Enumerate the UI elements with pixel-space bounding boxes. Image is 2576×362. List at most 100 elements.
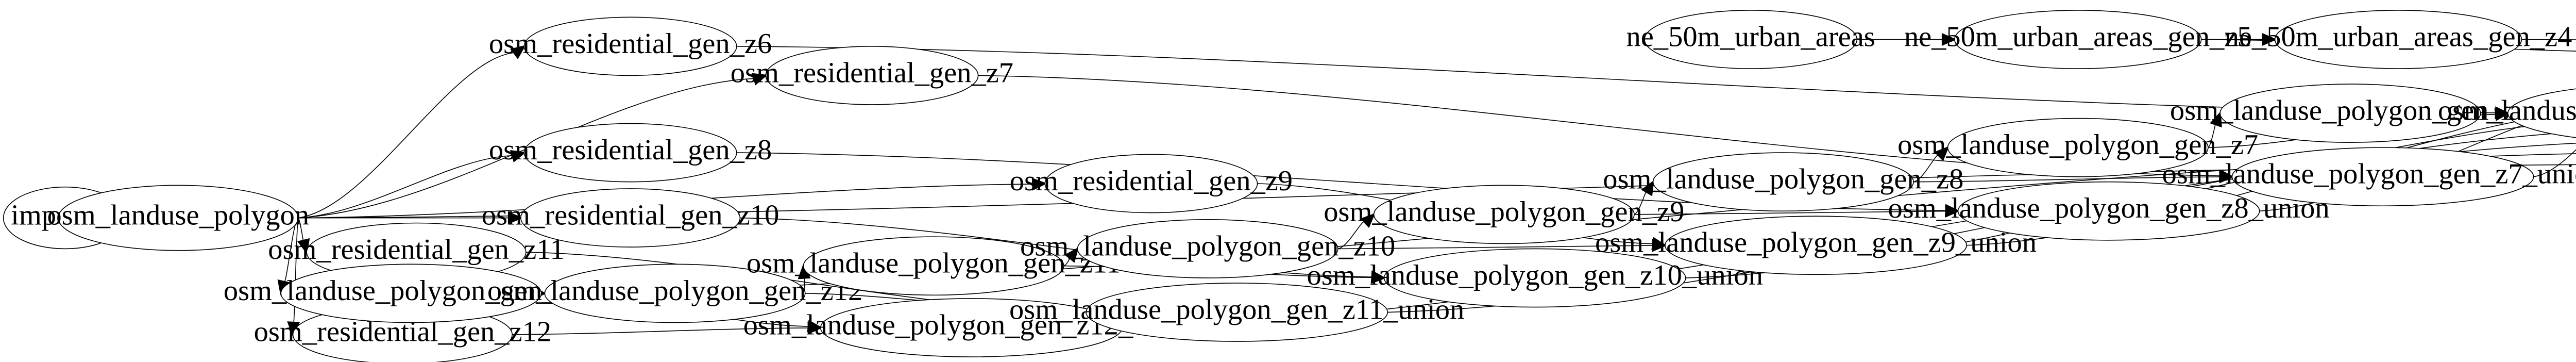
edge-arrowhead [297, 238, 310, 255]
node-label: osm_landuse_polygon_gen_z10 [1020, 230, 1395, 262]
node-shape [1645, 10, 1857, 69]
node-osm_landuse_polygon_gen_z6[interactable]: osm_landuse_polygon_gen_z6 [2170, 84, 2531, 142]
node-osm_landuse_polygon_gen_z9[interactable]: osm_landuse_polygon_gen_z9 [1324, 185, 1684, 243]
node-label: osm_landuse_polygon_gen_z12 [487, 275, 862, 307]
node-label: osm_residential_gen_z9 [1010, 165, 1293, 197]
node-osm_landuse_polygon_gen_z8_union[interactable]: osm_landuse_polygon_gen_z8_union [1888, 182, 2330, 240]
edge-arrowhead [807, 321, 823, 335]
edge-arrowhead [1651, 237, 1668, 250]
edge-osm_landuse_polygon_gen_z10-to-osm_landuse_polygon_gen_z9_union [1338, 245, 1655, 249]
edge-arrowhead [510, 45, 526, 59]
node-label: osm_landuse_polygon_gen_z11_union [1009, 293, 1464, 325]
node-shape [1077, 220, 1337, 278]
node-ne_50m_urban_areas[interactable]: ne_50m_urban_areas [1626, 10, 1875, 69]
node-label: osm_landuse_polygon_gen_z9 [1324, 196, 1684, 228]
edge-arrowhead [2218, 169, 2234, 183]
node-osm_landuse_polygon_gen_z7_union[interactable]: osm_landuse_polygon_gen_z7_union [2162, 147, 2576, 206]
node-label: osm_residential_gen_z8 [489, 134, 772, 166]
edge-arrowhead [1360, 212, 1376, 228]
node-osm_landuse_polygon_gen_z13[interactable]: osm_landuse_polygon_gen_z13 [224, 264, 599, 322]
edge-arrowhead [1031, 177, 1047, 191]
node-shape [524, 17, 736, 75]
node-shape [1086, 283, 1387, 341]
node-shape [2220, 84, 2480, 142]
node-shape [1653, 153, 1913, 211]
node-shape [521, 189, 740, 247]
node-label: osm_landuse_polygon_gen_z6_union [2438, 95, 2576, 127]
node-shape [1665, 216, 1967, 274]
node-shape [1958, 182, 2259, 240]
edge-arrowhead [1064, 247, 1079, 263]
node-osm_landuse_polygon_gen_z12[interactable]: osm_landuse_polygon_gen_z12 [487, 264, 862, 322]
node-label: osm_residential_gen_z10 [482, 199, 779, 231]
edge-osm_landuse_polygon-to-osm_residential_gen_z12 [293, 218, 298, 324]
node-label: ne_50m_urban_areas_gen_z5 [1904, 21, 2252, 53]
nodes-layer: imposm3osm_landuse_polygonosm_residentia… [4, 10, 2576, 362]
node-osm_landuse_polygon[interactable]: osm_landuse_polygon [47, 185, 309, 250]
node-osm_residential_gen_z9[interactable]: osm_residential_gen_z9 [1010, 154, 1293, 212]
node-label: osm_landuse_polygon_gen_z9_union [1595, 227, 2037, 259]
edge-arrowhead [1941, 33, 1957, 46]
node-osm_landuse_polygon_gen_z10[interactable]: osm_landuse_polygon_gen_z10 [1020, 220, 1395, 278]
node-shape [1955, 10, 2201, 69]
node-label: ne_50m_urban_areas [1626, 21, 1875, 53]
node-osm_residential_gen_z6[interactable]: osm_residential_gen_z6 [489, 17, 772, 75]
node-osm_landuse_polygon_gen_z11[interactable]: osm_landuse_polygon_gen_z11 [747, 237, 1121, 295]
edge-arrowhead [507, 211, 523, 225]
edge-arrowhead [2262, 33, 2277, 46]
edge-arrowhead [751, 73, 768, 86]
node-label: osm_landuse_polygon_gen_z8 [1603, 163, 1963, 195]
node-label: osm_landuse_polygon_gen_z11 [747, 248, 1121, 279]
edge-osm_landuse_polygon_gen_z7_union-to-layer_landuse_z7 [2534, 83, 2576, 177]
node-ne_50m_urban_areas_gen_z4[interactable]: ne_50m_urban_areas_gen_z4 [2225, 10, 2572, 69]
edge-osm_landuse_polygon_gen_z9-to-osm_landuse_polygon_gen_z8_union [1634, 211, 1947, 214]
node-shape [1045, 154, 1257, 212]
edge-osm_residential_gen_z12-to-osm_landuse_polygon_gen_z12_union [512, 328, 810, 335]
node-label: osm_landuse_polygon_gen_z7_union [2162, 158, 2576, 190]
node-label: osm_landuse_polygon_gen_z7 [1897, 129, 2258, 161]
node-osm_landuse_polygon_gen_z7[interactable]: osm_landuse_polygon_gen_z7 [1897, 119, 2258, 177]
node-shape [803, 237, 1063, 295]
edge-arrowhead [1641, 180, 1654, 196]
node-shape [1384, 249, 1686, 307]
edge-osm_residential_gen_z10-to-osm_landuse_polygon_gen_z10_union [740, 218, 1374, 277]
node-osm_landuse_polygon_gen_z9_union[interactable]: osm_landuse_polygon_gen_z9_union [1595, 216, 2037, 274]
node-shape [766, 46, 978, 105]
node-osm_residential_gen_z10[interactable]: osm_residential_gen_z10 [482, 189, 779, 247]
node-osm_residential_gen_z7[interactable]: osm_residential_gen_z7 [731, 46, 1013, 105]
node-label: osm_landuse_polygon_gen_z8_union [1888, 192, 2330, 224]
edge-arrowhead [510, 150, 527, 163]
node-shape [1374, 185, 1634, 243]
edge-arrowhead [1944, 204, 1960, 217]
node-shape [524, 124, 736, 182]
node-label: osm_landuse_polygon_gen_z10_union [1307, 259, 1763, 291]
edge-arrowhead [1370, 270, 1386, 284]
node-shape [2275, 10, 2522, 69]
node-shape [2508, 84, 2576, 142]
node-shape [1948, 119, 2208, 177]
edge-osm_landuse_polygon-to-osm_residential_gen_z8 [298, 156, 515, 218]
node-label: ne_50m_urban_areas_gen_z4 [2225, 21, 2572, 53]
edge-arrowhead [2495, 106, 2511, 120]
node-osm_landuse_polygon_gen_z8[interactable]: osm_landuse_polygon_gen_z8 [1603, 153, 1963, 211]
edge-arrowhead [1934, 146, 1950, 161]
node-label: osm_landuse_polygon [47, 199, 309, 231]
node-label: osm_residential_gen_z11 [268, 234, 564, 266]
node-shape [545, 264, 805, 322]
node-osm_landuse_polygon_gen_z6_union[interactable]: osm_landuse_polygon_gen_z6_union [2438, 84, 2576, 142]
node-label: osm_residential_gen_z7 [731, 57, 1013, 89]
edge-arrowhead [2210, 111, 2222, 128]
node-label: osm_landuse_polygon_gen_z6 [2170, 95, 2531, 127]
node-label: osm_residential_gen_z6 [489, 28, 772, 60]
node-osm_landuse_polygon_gen_z10_union[interactable]: osm_landuse_polygon_gen_z10_union [1307, 249, 1763, 307]
node-ne_50m_urban_areas_gen_z5[interactable]: ne_50m_urban_areas_gen_z5 [1904, 10, 2252, 69]
node-osm_landuse_polygon_gen_z11_union[interactable]: osm_landuse_polygon_gen_z11_union [1009, 283, 1464, 341]
edge-osm_landuse_polygon-to-osm_residential_gen_z6 [298, 53, 516, 218]
node-osm_residential_gen_z8[interactable]: osm_residential_gen_z8 [489, 124, 772, 182]
edge-osm_landuse_polygon_gen_z8-to-osm_landuse_polygon_gen_z7_union [1913, 177, 2222, 182]
node-shape [58, 185, 298, 250]
node-shape [281, 264, 541, 322]
node-label: osm_landuse_polygon_gen_z13 [224, 275, 599, 307]
